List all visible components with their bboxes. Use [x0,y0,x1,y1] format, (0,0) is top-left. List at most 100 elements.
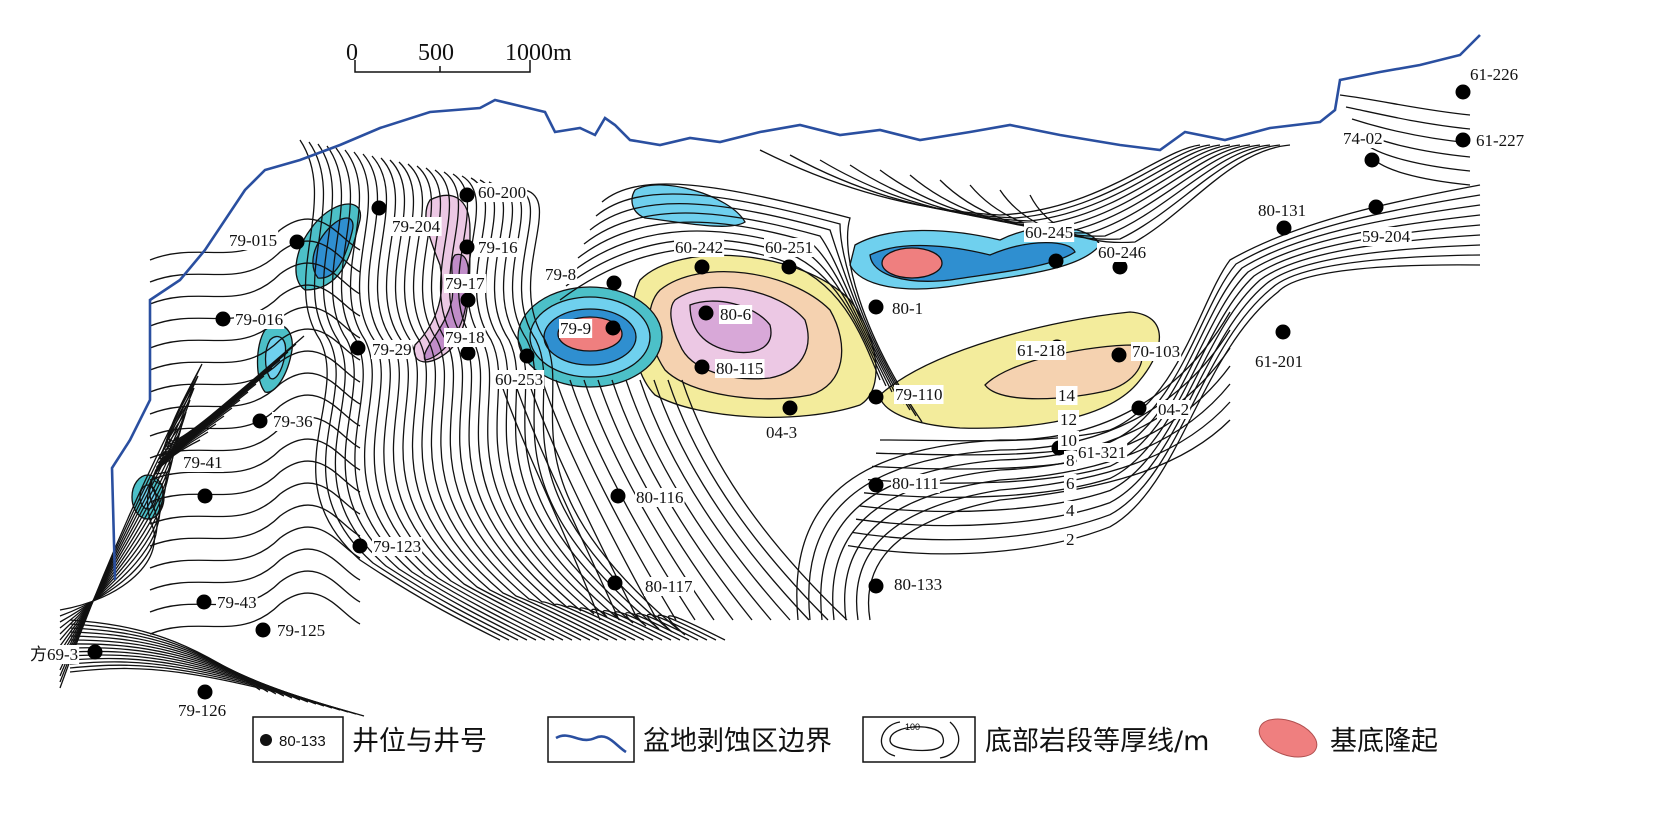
isopach-line [515,187,717,641]
isopach-line [868,419,1231,621]
well-label: 79-126 [178,701,226,720]
isopach-line [149,460,361,503]
well-label-background [444,274,487,293]
well-label-background [765,423,799,442]
well-label: 61-201 [1255,352,1303,371]
well-dot-icon [868,299,884,315]
well: 79-110 [868,385,944,405]
scale-bar: 0 500 1000m [346,40,572,73]
isopach-line [344,149,546,641]
isopach-line [856,401,1231,621]
well-label-background [1257,201,1308,220]
well-label: 60-251 [765,238,813,257]
isopach-line [851,254,1481,541]
well-label: 80-133 [894,575,942,594]
well-label-background [635,488,685,507]
contour-label-14: 14 [1058,386,1076,405]
isopach-fills [131,184,1160,520]
contour-labels: 14 12 10 8 6 4 2 [1056,386,1079,549]
isopach-line [499,379,601,621]
isopach-line [1029,144,1291,244]
isopach-line [589,202,911,411]
well-label: 79-18 [445,328,485,347]
well-label-background [29,645,80,664]
well-dot-icon [1275,324,1291,340]
well-label-background [234,310,285,329]
legend-boundary-box [547,716,635,763]
well-label: 60-242 [675,238,723,257]
well: 79-125 [255,621,327,640]
well-dot-icon [255,622,271,638]
well: 79-9 [559,319,621,338]
isopach-line [380,157,582,641]
well-label-background [544,265,578,284]
well: 80-111 [868,474,940,493]
well-dot-icon [196,594,212,610]
well-label: 79-110 [895,385,943,404]
well-label: 79-9 [560,319,591,338]
well: 79-41 [182,453,224,504]
well-label-background [893,575,944,594]
well-label-background [228,231,279,250]
well-dot-icon [289,234,305,250]
isopach-line [149,438,361,481]
well-label: 61-227 [1476,131,1525,150]
well: 80-115 [694,359,765,378]
well-dot-icon [197,684,213,700]
well-dot-icon [694,359,710,375]
well: 61-227 [1455,131,1526,150]
well-label: 74-02 [1343,129,1383,148]
well-label-background [1097,243,1148,262]
isopach-line [844,383,1231,621]
isopach-line [541,379,658,621]
isopach-line [69,664,357,715]
well: 80-133 [868,575,944,594]
well: 80-116 [610,488,685,507]
isopach-line [149,482,361,525]
basin-erosion-boundary [110,34,1481,581]
well-label: 70-103 [1132,342,1180,361]
well-dot-icon [252,413,268,429]
isopach-line [969,144,1271,237]
well-label: 79-8 [545,265,576,284]
isopach-line [832,365,1231,621]
contour-label-background [1064,451,1077,470]
isopach-line [789,144,1211,219]
isopach-line [389,159,591,641]
well-label-background [1361,227,1412,246]
well-label-background [1157,400,1191,419]
isopach-line [149,240,361,283]
well-dot-icon [1455,84,1471,100]
isopach-line [371,155,573,641]
well: 61-218 [1016,339,1067,360]
isopach-line [434,169,636,641]
isopach-line [819,144,1221,222]
isopach-line [1345,106,1471,130]
well: 60-251 [764,238,815,275]
legend-uplift-icon [1258,718,1318,758]
isopach-line [59,375,265,659]
well-label: 80-6 [720,305,751,324]
well-label-background [477,183,528,202]
well-label-background [894,385,944,404]
well-label: 61-321 [1078,443,1126,462]
legend-boundary-label: 盆地剥蚀区边界 [643,726,832,757]
isopach-line [59,367,273,665]
well-label-background [764,238,815,257]
well-dot-icon [460,345,476,361]
well-label: 79-123 [373,537,421,556]
well-label: 59-204 [1362,227,1411,246]
well-dot-icon [1131,400,1147,416]
well-label: 79-36 [273,412,313,431]
uplift-ne [881,247,943,279]
well-label: 61-226 [1470,65,1518,84]
well-label-background [177,701,228,720]
isopach-line [1351,118,1471,144]
isopach-line [759,144,1201,216]
well: 方69-3 [29,644,103,664]
isopach-line [149,218,361,261]
well-dot-icon [352,538,368,554]
isopach-line [859,234,1481,513]
well: 79-015 [228,231,305,250]
